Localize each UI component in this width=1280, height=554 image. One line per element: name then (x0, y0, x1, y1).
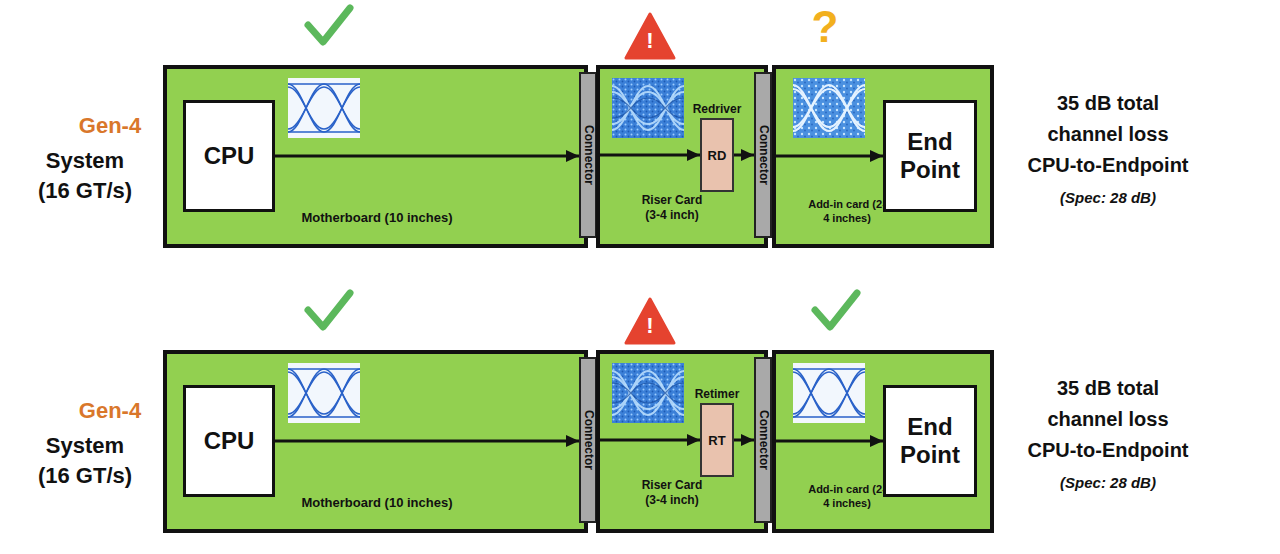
spec-note: (Spec: 28 dB) (1022, 188, 1194, 208)
chip-label: End Point (886, 128, 974, 184)
warning-mark: ! (640, 314, 660, 338)
device-heading: Retimer (695, 387, 740, 401)
check-mark (308, 8, 350, 42)
loss-note: 35 dB total channel loss CPU-to-Endpoint (1022, 373, 1194, 466)
signal-path (772, 155, 883, 158)
eye-diagram (288, 363, 360, 423)
eye-diagram (288, 78, 360, 138)
eye-diagram (793, 363, 865, 423)
warning-triangles (626, 14, 674, 343)
check-marks (308, 8, 857, 327)
circuit-board: Motherboard (10 inches) CPU (163, 350, 588, 533)
board-label: Riser Card (3-4 inch) (634, 478, 710, 508)
board-label: Motherboard (10 inches) (247, 210, 507, 226)
check-mark (815, 293, 857, 327)
signal-path (275, 440, 579, 443)
signal-path (734, 154, 754, 157)
system-label: System (16 GT/s) (33, 431, 137, 491)
check-mark (308, 293, 350, 327)
board-label: Riser Card (3-4 inch) (634, 193, 710, 223)
loss-note: 35 dB total channel loss CPU-to-Endpoint (1022, 88, 1194, 181)
chip-box: End Point (883, 385, 977, 497)
system-label: System (16 GT/s) (33, 146, 137, 206)
circuit-board: Add-in card (2-4 inches) End Point (772, 350, 994, 533)
chip-box: End Point (883, 100, 977, 212)
edge-layer (275, 155, 883, 441)
generation-label: Gen-4 (55, 112, 165, 140)
signal-path (597, 154, 700, 157)
signal-conditioner: RedriverRD (700, 118, 734, 192)
connector-label: Connector (757, 410, 770, 470)
connector-bar: Connector (579, 357, 597, 523)
eye-diagram (793, 78, 865, 138)
warning-mark: ! (640, 29, 660, 53)
chip-label: CPU (204, 142, 255, 170)
chip-box: CPU (183, 385, 275, 497)
board-label: Add-in card (2-4 inches) (806, 197, 888, 225)
signal-path (275, 155, 579, 158)
device-heading: Redriver (693, 102, 742, 116)
warning-triangle (626, 14, 674, 58)
circuit-board: Riser Card (3-4 inch)RetimerRT (596, 350, 768, 533)
signal-path (772, 440, 883, 443)
circuit-board: Motherboard (10 inches) CPU (163, 65, 588, 248)
circuit-board: Riser Card (3-4 inch)RedriverRD (596, 65, 768, 248)
eye-diagrams (288, 78, 865, 423)
connector-label: Connector (757, 125, 770, 185)
warning-triangle (626, 299, 674, 343)
connector-bar: Connector (579, 72, 597, 238)
connector-label: Connector (582, 125, 595, 185)
signal-path (597, 439, 700, 442)
connector-bar: Connector (754, 72, 772, 238)
generation-label: Gen-4 (55, 397, 165, 425)
chip-box: CPU (183, 100, 275, 212)
circuit-board: Add-in card (2-4 inches) End Point (772, 65, 994, 248)
signal-path (734, 439, 754, 442)
question-mark: ? (808, 2, 842, 52)
board-label: Motherboard (10 inches) (247, 495, 507, 511)
chip-label: End Point (886, 413, 974, 469)
device-label: RT (708, 433, 725, 448)
signal-conditioner: RetimerRT (700, 403, 734, 477)
device-label: RD (708, 148, 727, 163)
connector-bar: Connector (754, 357, 772, 523)
eye-diagram (612, 363, 684, 423)
spec-note: (Spec: 28 dB) (1022, 473, 1194, 493)
board-label: Add-in card (2-4 inches) (806, 482, 888, 510)
connector-label: Connector (582, 410, 595, 470)
eye-diagram (612, 78, 684, 138)
chip-label: CPU (204, 427, 255, 455)
